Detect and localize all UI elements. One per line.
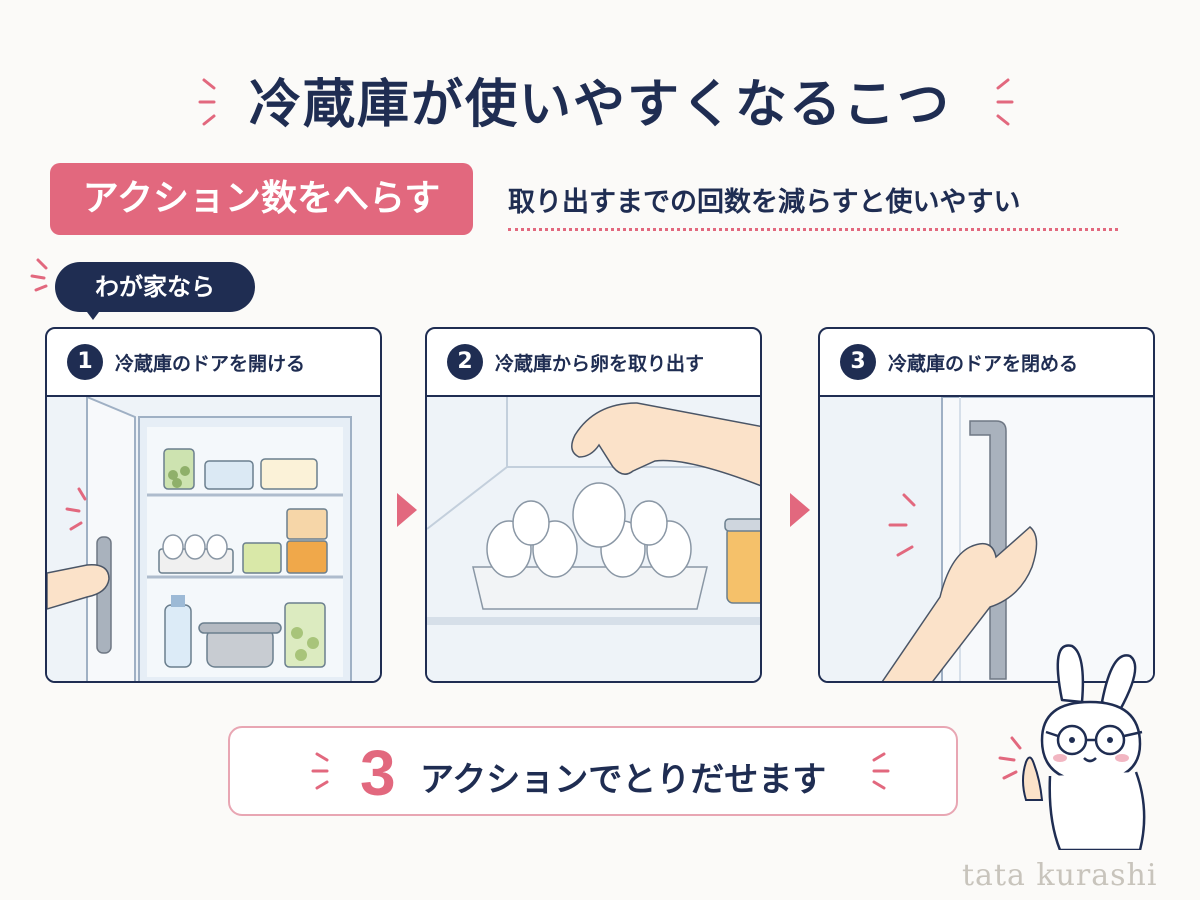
step-arrow-1 <box>397 493 417 527</box>
speech-deco <box>30 258 48 292</box>
egg-tray-illustration <box>427 397 760 681</box>
step-panel-1: 1 冷蔵庫のドアを開ける <box>45 327 382 683</box>
step-arrow-2 <box>790 493 810 527</box>
step-panel-2: 2 冷蔵庫から卵を取り出す <box>425 327 762 683</box>
step-label-1: 冷蔵庫のドアを開ける <box>115 352 306 375</box>
result-text: アクションでとりだせます <box>420 760 827 800</box>
title-deco-right <box>996 78 1014 126</box>
step-label-3: 冷蔵庫のドアを閉める <box>888 352 1079 375</box>
rabbit-mascot-icon <box>998 644 1146 850</box>
open-fridge-illustration <box>47 397 380 681</box>
result-box <box>228 726 958 816</box>
step-header-3: 3 冷蔵庫のドアを閉める <box>820 329 1153 397</box>
action-tag: アクション数をへらす <box>50 163 473 235</box>
dotted-underline <box>508 228 1118 231</box>
close-door-illustration <box>820 397 1153 681</box>
subtitle: 取り出すまでの回数を減らすと使いやすい <box>508 187 1021 218</box>
watermark: tata kurashi <box>962 858 1158 893</box>
step-panel-3: 3 冷蔵庫のドアを閉める <box>818 327 1155 683</box>
step-label-2: 冷蔵庫から卵を取り出す <box>495 352 705 375</box>
result-number: 3 <box>360 737 396 809</box>
title-deco-left <box>198 78 216 126</box>
step-number-2: 2 <box>447 344 483 380</box>
result-deco-left <box>311 752 329 790</box>
step-header-1: 1 冷蔵庫のドアを開ける <box>47 329 380 397</box>
speech-bubble: わが家なら <box>55 262 255 312</box>
page-title: 冷蔵庫が使いやすくなるこつ <box>248 75 951 135</box>
speech-bubble-tail <box>84 308 102 320</box>
step-number-1: 1 <box>67 344 103 380</box>
step-header-2: 2 冷蔵庫から卵を取り出す <box>427 329 760 397</box>
result-deco-right <box>872 752 890 790</box>
step-number-3: 3 <box>840 344 876 380</box>
